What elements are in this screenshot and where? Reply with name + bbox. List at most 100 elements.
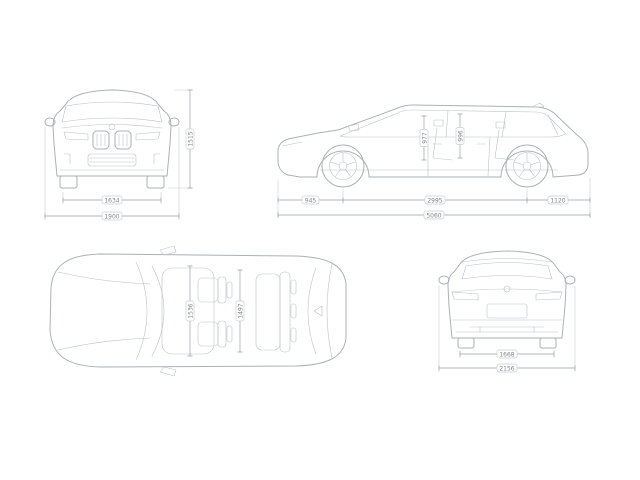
- side-rear-wheel-tyre: [505, 144, 549, 188]
- front-view: 1634 1900 1515: [44, 89, 195, 221]
- side-wheel-arch-front: [316, 150, 370, 178]
- front-grille-slats-right: [118, 133, 128, 147]
- front-track-label-box: [101, 195, 123, 205]
- front-mirror-left: [44, 117, 56, 127]
- rear-width-label-box: [496, 363, 518, 373]
- side-front-seat: [432, 119, 453, 161]
- rear-window-outline: [461, 262, 553, 280]
- front-body-outline: [52, 89, 172, 177]
- front-height-label: 1515: [187, 131, 194, 146]
- side-c-pillar: [501, 111, 507, 138]
- side-front-overhang-label-box: [301, 195, 320, 205]
- top-rear-bench-back: [279, 271, 291, 353]
- front-headlight-right: [135, 131, 161, 141]
- side-wheel-arch-rear: [500, 150, 554, 178]
- side-rear-wheel-spokes: [514, 152, 540, 177]
- rear-diffuser: [469, 326, 545, 333]
- side-rear-wheel-rim: [513, 152, 541, 180]
- top-rear-headrest-right: [290, 327, 297, 343]
- top-driver-seat-cushion: [197, 277, 219, 303]
- top-width-rear-label-group: 1497: [235, 300, 245, 322]
- side-b-pillar: [445, 110, 449, 138]
- rear-view: 1668 2156: [438, 250, 576, 373]
- rear-mirror-right: [564, 275, 576, 285]
- front-windshield-top: [65, 101, 159, 107]
- front-mirror-right: [168, 117, 180, 127]
- top-mirror-bottom: [159, 366, 177, 377]
- side-mirror: [347, 123, 360, 132]
- rear-logo-roundel: [503, 285, 511, 293]
- top-rear-headrest-center: [290, 303, 297, 319]
- front-windshield-base: [61, 117, 163, 123]
- front-lower-intake: [87, 153, 137, 167]
- side-length-label: 5060: [426, 212, 441, 219]
- top-panorama-roof-outer: [161, 267, 215, 355]
- top-width-rear-label: 1497: [237, 303, 244, 318]
- rear-track-label: 1668: [499, 351, 514, 358]
- top-width-front-label: 1536: [187, 303, 194, 318]
- front-logo-roundel: [108, 123, 116, 131]
- front-wheel-right: [146, 175, 165, 189]
- side-interior-front-label: 977: [421, 132, 428, 144]
- side-interior-front-label-group: 977: [419, 129, 429, 147]
- rear-body-outline: [447, 250, 567, 339]
- top-tailgate-edge: [326, 263, 333, 359]
- top-driver-headrest: [226, 281, 233, 299]
- rear-spoiler-line: [461, 258, 553, 263]
- side-length-label-box: [423, 210, 445, 220]
- top-view: 1536 1497: [49, 245, 347, 377]
- front-a-pillar-left: [61, 105, 67, 123]
- side-rear-seat: [494, 121, 515, 161]
- front-side-intake-right: [153, 153, 161, 165]
- top-windshield-top: [151, 265, 165, 357]
- top-rear-bench: [255, 271, 297, 353]
- side-front-wheel-tyre: [321, 144, 365, 188]
- front-width-label-box: [101, 211, 123, 221]
- side-wheelbase-label: 2995: [427, 197, 442, 204]
- rear-license-plate: [486, 303, 528, 319]
- top-width-front-label-box: [185, 300, 195, 322]
- side-door-cut-rear: [487, 136, 491, 177]
- front-height-label-box: [185, 128, 195, 150]
- side-interior-rear-label: 996: [457, 130, 464, 142]
- rear-taillight-left: [451, 291, 479, 301]
- side-front-wheel-spokes: [330, 152, 356, 177]
- front-side-intake-left: [63, 153, 71, 165]
- front-grille-kidney-right: [114, 130, 132, 150]
- top-driver-seat-back: [217, 276, 227, 304]
- side-d-pillar: [547, 114, 559, 136]
- top-passenger-seat-back: [217, 320, 227, 348]
- side-front-overhang-label: 945: [305, 197, 317, 204]
- top-hood-contour-upper: [57, 271, 151, 285]
- rear-wheel-left: [457, 337, 475, 349]
- front-wheel-left: [59, 175, 78, 189]
- side-rear-overhang-label-box: [547, 195, 569, 205]
- top-hood-contour-lower: [57, 337, 151, 351]
- side-interior-rear-label-box: [455, 127, 465, 145]
- top-passenger-seat-cushion: [197, 321, 219, 347]
- rear-taillight-right: [535, 291, 563, 301]
- side-front-wheel-rim: [329, 152, 357, 180]
- front-grille-slats-left: [96, 133, 106, 147]
- side-interior-rear-label-group: 996: [455, 127, 465, 145]
- front-width-extension-lines: [44, 127, 180, 220]
- rear-wheel-right: [539, 337, 557, 349]
- front-hood-crease: [61, 124, 163, 129]
- rear-width-extension-lines: [438, 286, 576, 372]
- side-rear-overhang-label: 1120: [550, 197, 565, 204]
- front-track-label: 1634: [104, 197, 119, 204]
- top-passenger-headrest: [226, 325, 233, 343]
- top-rear-headrest-left: [290, 279, 297, 295]
- side-view: 977 996 945 2995 1120 5060: [277, 102, 591, 220]
- rear-track-label-box: [496, 349, 518, 359]
- top-mirror-top: [159, 245, 177, 256]
- front-intake-slats: [89, 157, 135, 163]
- front-width-label: 1900: [104, 213, 119, 220]
- side-headlight-line: [281, 141, 303, 147]
- rear-mirror-left: [438, 275, 450, 285]
- side-antenna-fin: [531, 102, 545, 108]
- top-rear-window: [307, 267, 317, 355]
- top-body-outline: [49, 253, 347, 368]
